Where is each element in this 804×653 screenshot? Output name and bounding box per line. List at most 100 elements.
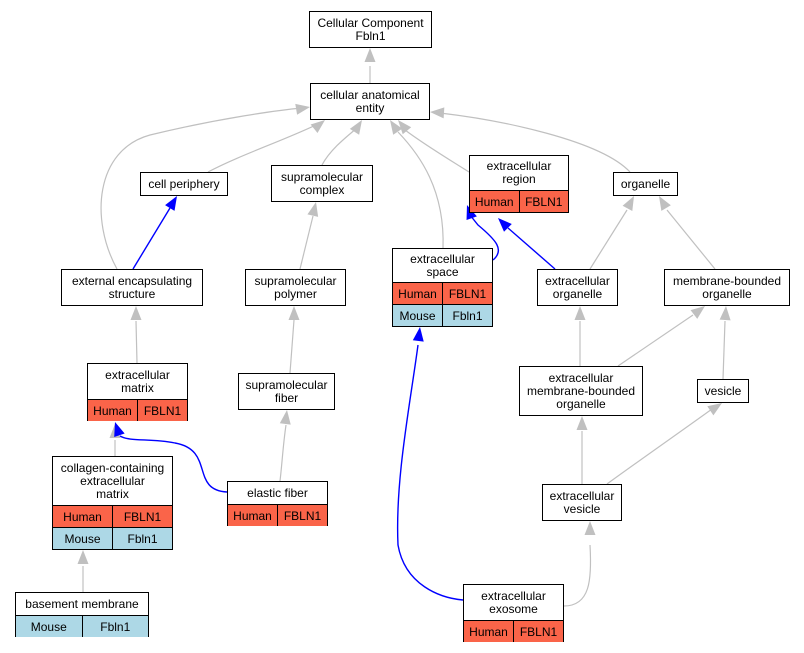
edge-arrowhead: [576, 416, 588, 430]
node-vesicle[interactable]: vesicle: [697, 379, 749, 403]
edge-line: [404, 129, 470, 173]
node-basement-membrane[interactable]: basement membrane Mouse Fbln1: [15, 592, 149, 637]
edge-arrowhead: [622, 196, 634, 211]
species-cell: Human: [398, 286, 437, 301]
node-label: elastic fiber: [247, 485, 308, 500]
node-extracellular-vesicle[interactable]: extracellular vesicle: [542, 484, 622, 521]
node-label: extracellular exosome: [481, 588, 546, 616]
node-label: supramolecular complex: [280, 169, 364, 197]
node-extracellular-membrane-bounded-organelle[interactable]: extracellular membrane-bounded organelle: [519, 366, 643, 416]
gene-cell: FBLN1: [137, 400, 187, 421]
node-label: extracellular organelle: [545, 273, 610, 301]
edge-ecorganelle-to-ecregion: [498, 218, 556, 270]
node-organelle[interactable]: organelle: [613, 172, 678, 196]
species-cell: Human: [63, 509, 102, 524]
edge-cae-to-root: [364, 48, 376, 83]
edge-supcomplex-to-cae: [321, 120, 362, 166]
edge-ecmatrix-to-ecstruct: [130, 306, 142, 364]
edge-ecvesicle-to-vesicle: [606, 403, 722, 485]
gene-cell: FBLN1: [112, 506, 172, 527]
gene-cell: Fbln1: [112, 528, 172, 549]
edge-ecstruct-to-cae: [100, 103, 310, 270]
node-extracellular-region[interactable]: extracellular region Human FBLN1: [469, 155, 569, 213]
edge-line: [299, 215, 314, 270]
node-extracellular-matrix[interactable]: extracellular matrix Human FBLN1: [87, 363, 188, 421]
edge-line: [397, 131, 444, 249]
node-root[interactable]: Cellular Component Fbln1: [309, 11, 432, 48]
edge-cellper-to-cae: [207, 120, 325, 173]
edge-line: [617, 314, 694, 367]
node-label: collagen-containing extracellular matrix: [60, 460, 165, 501]
gene-cell: FBLN1: [277, 505, 327, 526]
node-label: vesicle: [704, 383, 742, 398]
edge-arrowhead: [364, 48, 376, 62]
ortholog-row-human: Human FBLN1: [470, 190, 568, 212]
edge-arrowhead: [307, 202, 319, 217]
node-extracellular-exosome[interactable]: extracellular exosome Human FBLN1: [463, 584, 564, 642]
species-cell: Mouse: [64, 531, 101, 546]
edge-line: [119, 435, 228, 493]
node-membrane-bounded-organelle[interactable]: membrane-bounded organelle: [664, 269, 790, 306]
edge-line: [207, 123, 319, 173]
species-cell: Human: [469, 624, 508, 639]
edge-arrowhead: [310, 120, 325, 134]
node-label: membrane-bounded organelle: [672, 273, 782, 301]
edge-supfiber-to-suppolymer: [288, 306, 300, 374]
ortholog-row-human: Human FBLN1: [53, 505, 172, 527]
node-supramolecular-fiber[interactable]: supramolecular fiber: [238, 373, 335, 410]
node-label: supramolecular fiber: [245, 377, 328, 405]
node-collagen-containing-extracellular-matrix[interactable]: collagen-containing extracellular matrix…: [52, 456, 173, 550]
edge-arrowhead: [295, 103, 310, 115]
node-label: extracellular vesicle: [549, 488, 615, 516]
edge-arrowhead: [412, 327, 424, 342]
edge-arrowhead: [690, 306, 705, 319]
edge-elastic-to-ecmatrix: [114, 422, 228, 493]
edge-ecorganelle-to-organelle: [589, 196, 634, 270]
gene-cell: FBLN1: [442, 283, 492, 304]
edge-line: [396, 344, 464, 601]
edge-arrowhead: [430, 107, 445, 119]
ortholog-row-human: Human FBLN1: [393, 282, 492, 304]
edge-arrowhead: [398, 120, 412, 135]
edge-line: [507, 227, 556, 270]
edge-elastic-to-supfiber: [279, 410, 291, 482]
edge-line: [321, 127, 358, 166]
node-extracellular-space[interactable]: extracellular space Human FBLN1 Mouse Fb…: [392, 248, 493, 327]
node-label: extracellular region: [486, 159, 552, 186]
edge-line: [563, 544, 592, 607]
node-extracellular-organelle[interactable]: extracellular organelle: [537, 269, 618, 306]
edge-mborganelle-to-organelle: [659, 196, 716, 270]
edge-arrowhead: [390, 120, 403, 135]
node-cellular-anatomical-entity[interactable]: cellular anatomical entity: [310, 83, 430, 120]
edge-arrowhead: [584, 521, 596, 535]
node-label: external encapsulating structure: [71, 273, 193, 301]
ortholog-row-human: Human FBLN1: [228, 504, 327, 526]
species-cell: Mouse: [399, 308, 436, 323]
node-label: Cellular Component Fbln1: [317, 15, 424, 43]
node-label: basement membrane: [25, 596, 139, 611]
edge-line: [289, 319, 295, 374]
gene-cell: Fbln1: [442, 305, 492, 326]
edge-line: [132, 207, 171, 270]
node-elastic-fiber[interactable]: elastic fiber Human FBLN1: [227, 481, 328, 526]
edge-ecvesicle-to-ecmborg: [576, 416, 588, 484]
ortholog-row-mouse: Mouse Fbln1: [393, 304, 492, 326]
edge-arrowhead: [288, 306, 300, 320]
edge-line: [100, 107, 303, 270]
gene-cell: Fbln1: [81, 616, 149, 637]
edge-ecregion-to-cae: [398, 120, 470, 173]
edge-suppolymer-to-supcomplex: [299, 202, 319, 270]
edge-organelle-to-cae: [430, 107, 631, 173]
node-cell-periphery[interactable]: cell periphery: [140, 172, 228, 196]
edge-arrowhead: [498, 218, 512, 232]
gene-cell: FBLN1: [518, 191, 569, 212]
edge-line: [722, 320, 726, 380]
node-label: cell periphery: [148, 176, 220, 191]
ortholog-row-human: Human FBLN1: [88, 399, 187, 421]
edge-line: [135, 320, 138, 364]
node-external-encapsulating-structure[interactable]: external encapsulating structure: [61, 269, 203, 306]
edge-arrowhead: [659, 196, 671, 211]
edge-arrowhead: [349, 120, 362, 135]
node-supramolecular-complex[interactable]: supramolecular complex: [271, 165, 373, 202]
node-supramolecular-polymer[interactable]: supramolecular polymer: [245, 269, 346, 306]
